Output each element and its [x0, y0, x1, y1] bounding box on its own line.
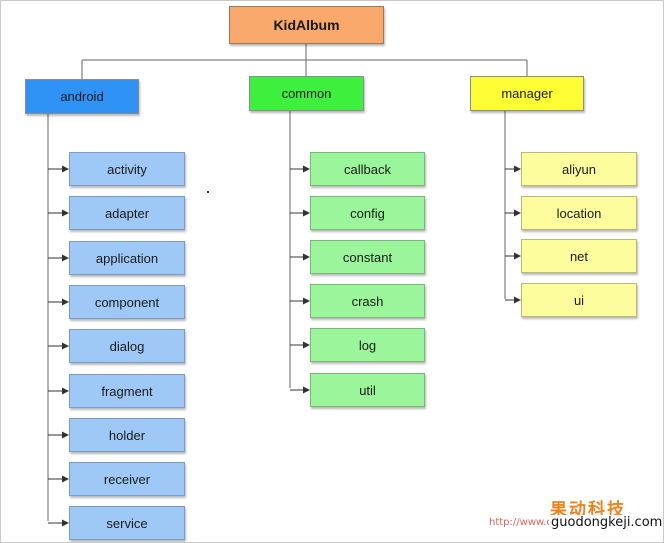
android-child-node: component	[69, 285, 185, 319]
android-child-node: holder	[69, 418, 185, 452]
android-child-node: adapter	[69, 196, 185, 230]
android-child-node: application	[69, 241, 185, 275]
manager-child-node: location	[521, 196, 637, 230]
manager-child-node: aliyun	[521, 152, 637, 186]
android-child-node: dialog	[69, 329, 185, 363]
common-child-node: util	[310, 373, 425, 407]
android-child-node: receiver	[69, 462, 185, 496]
manager-branch-arrows	[505, 165, 521, 304]
android-child-node: service	[69, 506, 185, 540]
common-child-node: crash	[310, 284, 425, 318]
common-child-node: log	[310, 328, 425, 362]
branch-node-manager: manager	[470, 76, 584, 111]
root-node-kidalbum: KidAlbum	[229, 6, 384, 44]
android-child-node: fragment	[69, 374, 185, 408]
android-child-node: activity	[69, 152, 185, 186]
common-child-node: config	[310, 196, 425, 230]
common-branch-arrows	[290, 165, 310, 394]
watermark-domain: guodongkeji.com	[549, 515, 663, 530]
manager-child-node: net	[521, 239, 637, 273]
stray-dot	[207, 191, 209, 193]
common-child-node: callback	[310, 152, 425, 186]
watermark-url: http://www.c	[489, 517, 552, 528]
branch-node-common: common	[249, 76, 364, 111]
branch-node-android: android	[25, 79, 139, 114]
manager-child-node: ui	[521, 283, 637, 317]
android-branch-arrows	[48, 165, 69, 527]
common-child-node: constant	[310, 240, 425, 274]
